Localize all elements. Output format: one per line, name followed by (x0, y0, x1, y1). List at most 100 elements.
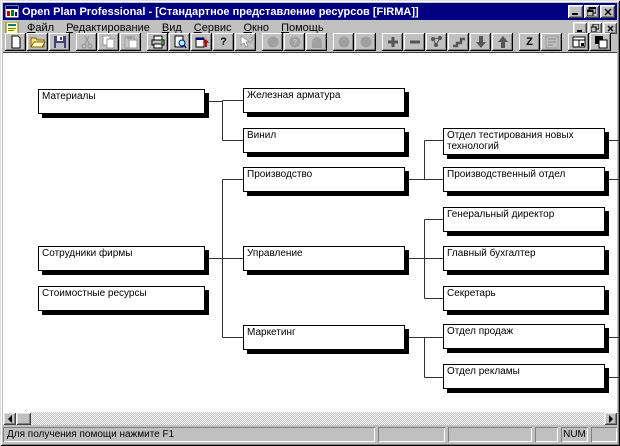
status-bar: Для получения помощи нажмите F1 NUM (3, 427, 617, 442)
restore-icon (587, 7, 596, 16)
move-up-icon (497, 36, 508, 48)
context-help-icon: ? (240, 35, 254, 48)
help-button[interactable]: ? (213, 33, 234, 51)
menu-service[interactable]: Сервис (193, 22, 232, 34)
expand-plus-button[interactable] (382, 33, 403, 51)
step-view-button[interactable] (448, 33, 469, 51)
menu-help[interactable]: Помощь (281, 22, 324, 34)
move-up-button[interactable] (492, 33, 513, 51)
collapse-minus-button[interactable] (404, 33, 425, 51)
zigzag-icon: Z (526, 36, 533, 48)
toolbar: ? ? ? Z (3, 33, 617, 51)
cascade-windows-icon (594, 36, 607, 49)
new-document-button[interactable] (5, 33, 26, 51)
circle-tool-2-button[interactable] (355, 33, 376, 51)
cut-button[interactable] (76, 33, 97, 51)
tree-node-employees[interactable]: Сотрудники фирмы (38, 246, 205, 271)
tree-node-management[interactable]: Управление (243, 246, 405, 271)
step-view-icon (452, 37, 465, 48)
status-panel-6 (591, 427, 617, 442)
resource-arch-icon (311, 37, 322, 48)
copy-icon (102, 35, 114, 49)
close-button[interactable] (600, 5, 615, 18)
tree-node-production-dept[interactable]: Производственный отдел (443, 167, 605, 192)
window-layout-icon (572, 36, 585, 48)
tree-node-vinyl[interactable]: Винил (243, 128, 405, 153)
scroll-left-button[interactable] (3, 412, 16, 425)
paste-icon (124, 36, 137, 49)
print-icon (151, 35, 164, 49)
network-view-icon (430, 36, 442, 47)
insert-subproject-button[interactable] (191, 33, 212, 51)
network-view-button[interactable] (426, 33, 447, 51)
document-window-icon[interactable] (5, 22, 19, 34)
cascade-windows-button[interactable] (590, 33, 611, 51)
svg-text:?: ? (249, 36, 254, 45)
tree-node-cost-resources[interactable]: Стоимостные ресурсы (38, 286, 205, 311)
tree-node-secretary[interactable]: Секретарь (443, 286, 605, 311)
resource-circle-help-icon: ? (289, 36, 300, 48)
scroll-left-icon (4, 414, 12, 423)
menu-window[interactable]: Окно (243, 22, 270, 34)
zigzag-button[interactable]: Z (519, 33, 540, 51)
tree-node-production[interactable]: Производство (243, 167, 405, 192)
tree-node-materials[interactable]: Материалы (38, 89, 205, 114)
menu-bar: Файл Редактирование Вид Сервис Окно Помо… (3, 21, 617, 35)
resource-circle-button[interactable] (262, 33, 283, 51)
menu-file[interactable]: Файл (27, 22, 55, 34)
window-layout-button[interactable] (568, 33, 589, 51)
restore-button[interactable] (584, 5, 599, 18)
child-minimize-icon (577, 30, 582, 32)
horizontal-scrollbar[interactable] (3, 412, 617, 425)
resource-arch-button[interactable] (306, 33, 327, 51)
print-button[interactable] (147, 33, 168, 51)
child-restore-button[interactable] (588, 22, 602, 34)
window-title: Open Plan Professional - [Стандартное пр… (22, 5, 419, 18)
app-icon[interactable] (5, 5, 19, 18)
child-restore-icon (591, 24, 599, 32)
menu-edit[interactable]: Редактирование (66, 22, 150, 34)
move-down-icon (475, 36, 486, 48)
status-panel-2 (378, 427, 445, 442)
tree-node-iron-fittings[interactable]: Железная арматура (243, 88, 405, 113)
scroll-right-button[interactable] (604, 412, 617, 425)
status-panel-3 (448, 427, 532, 442)
scroll-right-icon (608, 414, 617, 423)
title-bar: Open Plan Professional - [Стандартное пр… (3, 3, 617, 20)
minimize-button[interactable] (568, 5, 583, 18)
print-preview-icon (174, 35, 187, 49)
copy-button[interactable] (98, 33, 119, 51)
help-icon: ? (220, 36, 227, 48)
child-close-button[interactable] (603, 22, 617, 34)
tree-node-general-director[interactable]: Генеральный директор (443, 207, 605, 232)
circle-tool-button[interactable] (333, 33, 354, 51)
notes-icon (545, 35, 558, 49)
tree-node-chief-accountant[interactable]: Главный бухгалтер (443, 246, 605, 271)
paste-button[interactable] (120, 33, 141, 51)
expand-plus-icon (387, 37, 398, 47)
tree-node-testing-dept[interactable]: Отдел тестирования новых технологий (443, 128, 605, 155)
status-message: Для получения помощи нажмите F1 (3, 427, 375, 442)
print-preview-button[interactable] (169, 33, 190, 51)
scrollbar-thumb[interactable] (16, 412, 31, 425)
child-close-icon (607, 25, 613, 31)
menu-view[interactable]: Вид (161, 22, 182, 34)
minimize-icon (572, 13, 578, 15)
open-folder-button[interactable] (27, 33, 48, 51)
tree-node-advertising-dept[interactable]: Отдел рекламы (443, 364, 605, 389)
num-lock-indicator: NUM (561, 427, 588, 442)
open-folder-icon (29, 37, 46, 48)
save-button[interactable] (49, 33, 70, 51)
tree-node-marketing[interactable]: Маркетинг (243, 325, 405, 350)
resource-circle-help-button[interactable]: ? (284, 33, 305, 51)
move-down-button[interactable] (470, 33, 491, 51)
cut-icon (80, 35, 93, 49)
context-help-button[interactable]: ? (235, 33, 256, 51)
circle-tool-2-icon (360, 36, 371, 48)
notes-button[interactable] (541, 33, 562, 51)
tree-node-sales-dept[interactable]: Отдел продаж (443, 324, 605, 349)
resource-circle-icon (267, 36, 278, 48)
svg-text:?: ? (292, 38, 297, 47)
child-minimize-button[interactable] (573, 22, 587, 34)
